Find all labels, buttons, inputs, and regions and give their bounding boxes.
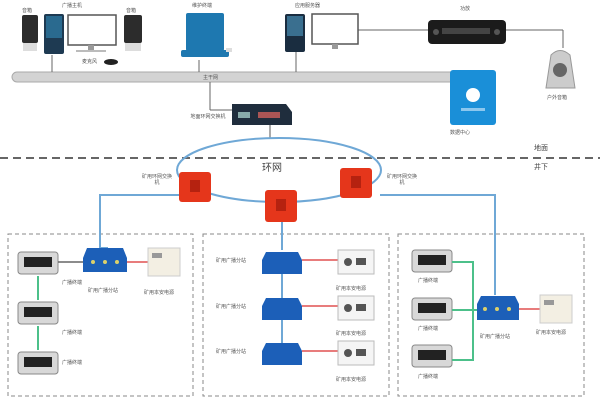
zone2-power-label-1: 矿用本安电源	[336, 286, 367, 292]
zone1-station-label: 矿用广播分站	[88, 288, 119, 294]
outdoor-speaker-label: 户外音箱	[547, 95, 568, 101]
amplifier-label: 功放	[460, 6, 471, 12]
zone1-power	[147, 247, 181, 277]
zone1-terminal-label-3: 广播终端	[62, 360, 83, 366]
ring-right-node-label: 矿用环网交换机	[386, 174, 417, 186]
zone1-terminal-label-2: 广播终端	[62, 330, 83, 336]
zone2-stations	[262, 252, 302, 365]
ring-node-right	[340, 168, 372, 198]
bus-label: 主干网	[203, 75, 219, 81]
broadcast-host-icon	[44, 14, 117, 54]
ring-node-left	[179, 172, 211, 202]
app-server-label: 应用服务器	[295, 3, 321, 9]
zone3-station-label: 矿用广播分站	[480, 334, 511, 340]
maintenance-pc-icon	[181, 13, 232, 57]
broadcast-host-label: 广播主机	[62, 3, 83, 9]
zone2-station-label-2: 矿用广播分站	[216, 304, 247, 310]
switch-label: 地面环网交换机	[190, 114, 226, 120]
data-center-icon	[450, 70, 496, 125]
speaker-right-icon	[124, 15, 142, 51]
zone1-station	[83, 248, 127, 272]
zone2-power-label-2: 矿用本安电源	[336, 331, 367, 337]
zone3-terminals	[411, 249, 453, 368]
speaker-left-label: 音箱	[22, 8, 33, 14]
zone3-power-label: 矿用本安电源	[536, 330, 567, 336]
speaker-right-label: 音箱	[126, 8, 137, 14]
amplifier-icon	[428, 20, 506, 44]
maint-pc-label: 维护终端	[192, 3, 213, 9]
zone3-power	[539, 294, 573, 324]
backbone-bus	[11, 71, 468, 83]
zone-box-3	[397, 233, 585, 397]
ground-switch-icon	[232, 104, 292, 125]
zone2-powers	[337, 249, 375, 366]
underground-label: 井下	[534, 163, 548, 171]
zone3-terminal-label-2: 广播终端	[418, 326, 439, 332]
zone2-power-label-3: 矿用本安电源	[336, 377, 367, 383]
ring-left-node-label: 矿用环网交换机	[141, 174, 172, 186]
zone2-station-label-3: 矿用广播分站	[216, 349, 247, 355]
ring-label: 环网	[262, 163, 282, 174]
app-server-icon	[285, 13, 359, 52]
zone1-power-label: 矿用本安电源	[144, 290, 175, 296]
zone2-station-label-1: 矿用广播分站	[216, 258, 247, 264]
zone1-terminals	[17, 251, 59, 375]
zone1-terminal-label-1: 广播终端	[62, 280, 83, 286]
speaker-left-icon	[22, 15, 38, 51]
zone3-station	[477, 296, 519, 320]
ring-node-center	[265, 190, 297, 222]
zone3-terminal-label-1: 广播终端	[418, 278, 439, 284]
outdoor-speaker-icon	[545, 50, 576, 89]
data-center-label: 数据中心	[450, 130, 471, 136]
zone-box-2	[202, 233, 390, 397]
zone3-terminal-label-3: 广播终端	[418, 374, 439, 380]
mic-icon	[104, 59, 118, 65]
ground-label: 地面	[534, 144, 548, 152]
mic-label: 麦克风	[82, 59, 98, 65]
